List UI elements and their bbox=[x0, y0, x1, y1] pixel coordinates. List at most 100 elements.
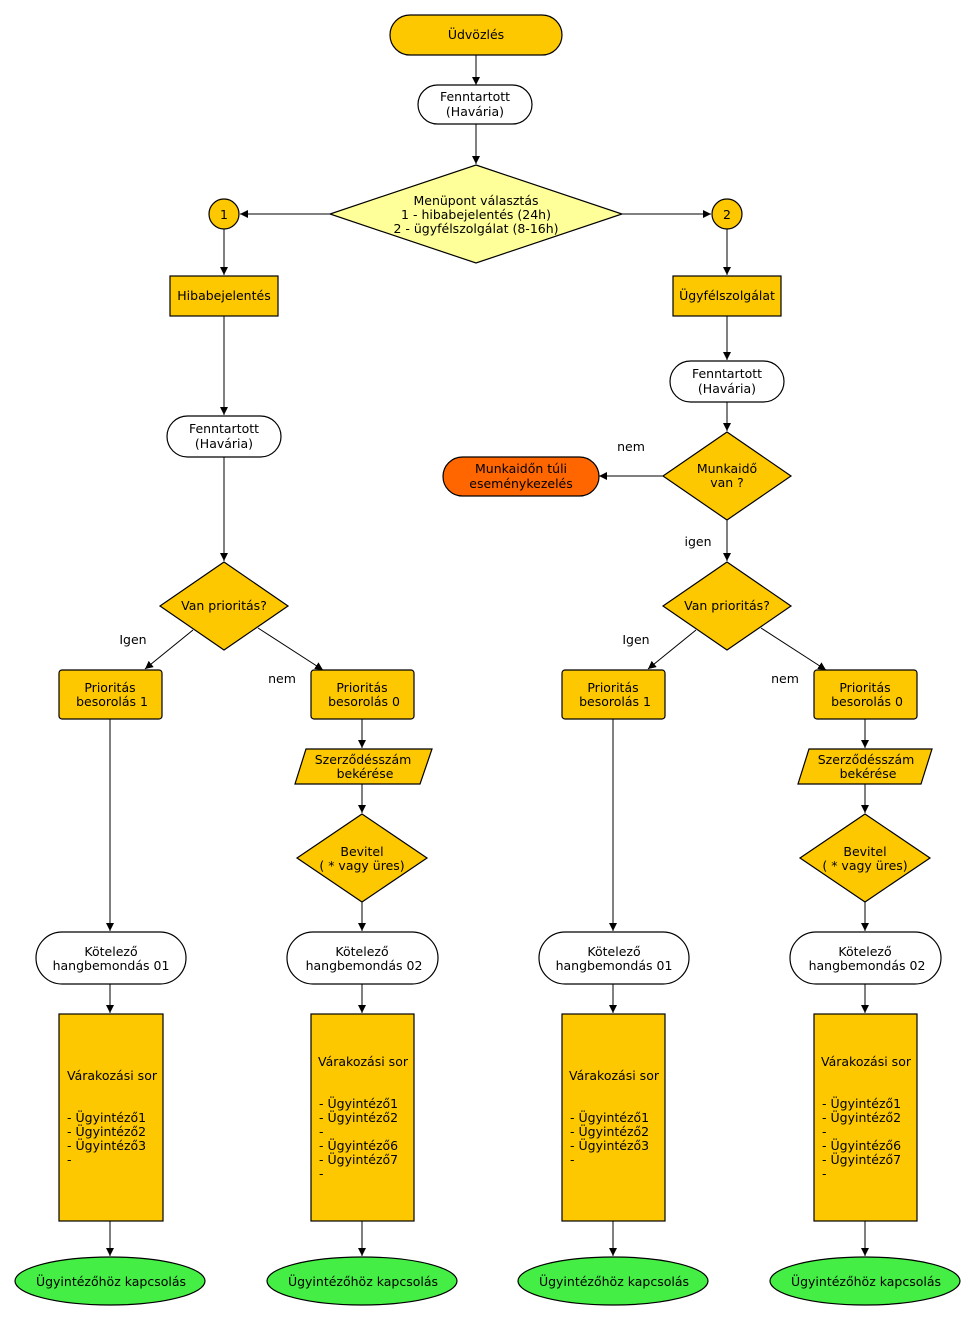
node-label-line-1: Prioritás bbox=[839, 680, 890, 695]
node-label-line-1: Munkaidőn túli bbox=[475, 461, 567, 476]
process-shape bbox=[561, 669, 666, 720]
node-label-line-3: 2 - ügyfélszolgálat (8-16h) bbox=[393, 221, 558, 236]
process-shape bbox=[672, 275, 782, 317]
node-announce1-a: Kötelező hangbemondás 01 bbox=[35, 931, 187, 985]
node-label-line-2: besorolás 0 bbox=[328, 694, 400, 709]
terminal-shape bbox=[789, 931, 942, 985]
queue-item: - Ügyintéző6 bbox=[319, 1137, 398, 1153]
queue-title: Várakozási sor bbox=[821, 1054, 912, 1069]
connector-shape bbox=[711, 198, 743, 230]
node-label: Üdvözlés bbox=[448, 26, 504, 42]
node-priority-right: Van prioritás? bbox=[661, 561, 793, 651]
edges bbox=[106, 55, 869, 1256]
node-label-line-2: hangbemondás 02 bbox=[306, 958, 423, 973]
node-prio1-left: Prioritás besorolás 1 bbox=[58, 669, 163, 720]
node-after-hours: Munkaidőn túli eseménykezelés bbox=[442, 456, 600, 497]
node-priority-left: Van prioritás? bbox=[158, 561, 290, 651]
decision-shape bbox=[295, 813, 429, 903]
node-label: 2 bbox=[723, 207, 731, 222]
queue-item: - Ügyintéző2 bbox=[822, 1109, 901, 1125]
node-reserved-left: Fenntartott (Havária) bbox=[166, 415, 282, 458]
node-connect-d: Ügyintézőhöz kapcsolás bbox=[769, 1256, 961, 1306]
process-shape bbox=[58, 1013, 164, 1222]
process-shape bbox=[58, 669, 163, 720]
queue-item: - bbox=[822, 1166, 827, 1181]
terminal-shape bbox=[166, 415, 282, 458]
edge-label-no-right: nem bbox=[771, 671, 799, 686]
edge-priority-left-prio1 bbox=[144, 629, 194, 670]
node-label: Van prioritás? bbox=[181, 598, 267, 613]
node-connect-a: Ügyintézőhöz kapcsolás bbox=[14, 1256, 206, 1306]
node-label-line-1: Fenntartott bbox=[440, 89, 510, 104]
queue-item: - Ügyintéző6 bbox=[822, 1137, 901, 1153]
node-label-line-1: Kötelező bbox=[587, 944, 640, 959]
node-queue1-b: Várakozási sor - Ügyintéző1 - Ügyintéző2… bbox=[561, 1013, 666, 1222]
process-shape bbox=[561, 1013, 666, 1222]
terminal-shape bbox=[538, 931, 690, 985]
node-connector-1: 1 bbox=[208, 198, 240, 230]
node-label: Van prioritás? bbox=[684, 598, 770, 613]
terminal-shape bbox=[669, 360, 785, 403]
node-contract-left: Szerződésszám bekérése bbox=[294, 748, 433, 785]
node-label-line-1: Prioritás bbox=[336, 680, 387, 695]
node-input-right: Bevitel ( * vagy üres) bbox=[798, 813, 932, 903]
node-label-line-2: (Havária) bbox=[446, 104, 504, 119]
queue-item: - Ügyintéző1 bbox=[570, 1109, 649, 1125]
node-label-line-1: Fenntartott bbox=[692, 366, 762, 381]
node-prio1-right: Prioritás besorolás 1 bbox=[561, 669, 666, 720]
connector-shape bbox=[208, 198, 240, 230]
queue-item: - Ügyintéző2 bbox=[67, 1123, 146, 1139]
node-label-line-1: Bevitel bbox=[843, 844, 886, 859]
node-label-line-1: Prioritás bbox=[587, 680, 638, 695]
node-label-line-2: besorolás 0 bbox=[831, 694, 903, 709]
edge-label-no-left: nem bbox=[268, 671, 296, 686]
edge-priority-right-prio1 bbox=[647, 629, 697, 670]
node-label-line-1: Kötelező bbox=[84, 944, 137, 959]
edge-label-yes-right: Igen bbox=[622, 632, 649, 647]
queue-item: - Ügyintéző7 bbox=[822, 1151, 901, 1167]
queue-item: - Ügyintéző1 bbox=[67, 1109, 146, 1125]
queue-item: - Ügyintéző3 bbox=[67, 1137, 146, 1153]
node-label-line-1: Bevitel bbox=[340, 844, 383, 859]
terminal-shape bbox=[389, 14, 563, 56]
node-reserved-right: Fenntartott (Havária) bbox=[669, 360, 785, 403]
node-queue1-a: Várakozási sor - Ügyintéző1 - Ügyintéző2… bbox=[58, 1013, 164, 1222]
process-shape bbox=[310, 1013, 415, 1222]
node-menu-choice: Menüpont választás 1 - hibabejelentés (2… bbox=[328, 164, 624, 264]
decision-shape bbox=[328, 164, 624, 264]
node-label-line-2: ( * vagy üres) bbox=[319, 858, 404, 873]
queue-item: - Ügyintéző7 bbox=[319, 1151, 398, 1167]
node-announce2-b: Kötelező hangbemondás 02 bbox=[789, 931, 942, 985]
edge-label-yes-left: Igen bbox=[119, 632, 146, 647]
node-label-line-2: (Havária) bbox=[195, 436, 253, 451]
node-contract-right: Szerződésszám bekérése bbox=[797, 748, 933, 785]
node-label-line-2: bekérése bbox=[840, 766, 897, 781]
edge-labels: Igen nem Igen nem nem igen bbox=[119, 439, 799, 686]
node-label: Ügyintézőhöz kapcsolás bbox=[288, 1273, 438, 1289]
node-label-line-2: ( * vagy üres) bbox=[822, 858, 907, 873]
end-shape bbox=[14, 1256, 206, 1306]
node-prio0-left: Prioritás besorolás 0 bbox=[310, 669, 415, 720]
end-shape bbox=[266, 1256, 458, 1306]
node-label-line-2: hangbemondás 01 bbox=[556, 958, 673, 973]
queue-item: - bbox=[319, 1124, 324, 1139]
queue-item: - bbox=[67, 1152, 72, 1167]
node-label-line-2: bekérése bbox=[337, 766, 394, 781]
node-connector-2: 2 bbox=[711, 198, 743, 230]
node-label-line-2: hangbemondás 02 bbox=[809, 958, 926, 973]
decision-shape bbox=[661, 561, 793, 651]
process-shape bbox=[310, 669, 415, 720]
process-shape bbox=[813, 1013, 918, 1222]
node-label-line-2: besorolás 1 bbox=[76, 694, 148, 709]
node-customer-service: Ügyfélszolgálat bbox=[672, 275, 782, 317]
node-input-left: Bevitel ( * vagy üres) bbox=[295, 813, 429, 903]
node-label-line-1: Kötelező bbox=[335, 944, 388, 959]
queue-title: Várakozási sor bbox=[318, 1054, 409, 1069]
node-label-line-1: Munkaidő bbox=[697, 461, 757, 476]
terminal-shape bbox=[286, 931, 439, 985]
node-announce1-b: Kötelező hangbemondás 01 bbox=[538, 931, 690, 985]
node-label-line-2: 1 - hibabejelentés (24h) bbox=[401, 207, 551, 222]
node-label: Ügyintézőhöz kapcsolás bbox=[539, 1273, 689, 1289]
node-label-line-1: Szerződésszám bbox=[315, 752, 412, 767]
